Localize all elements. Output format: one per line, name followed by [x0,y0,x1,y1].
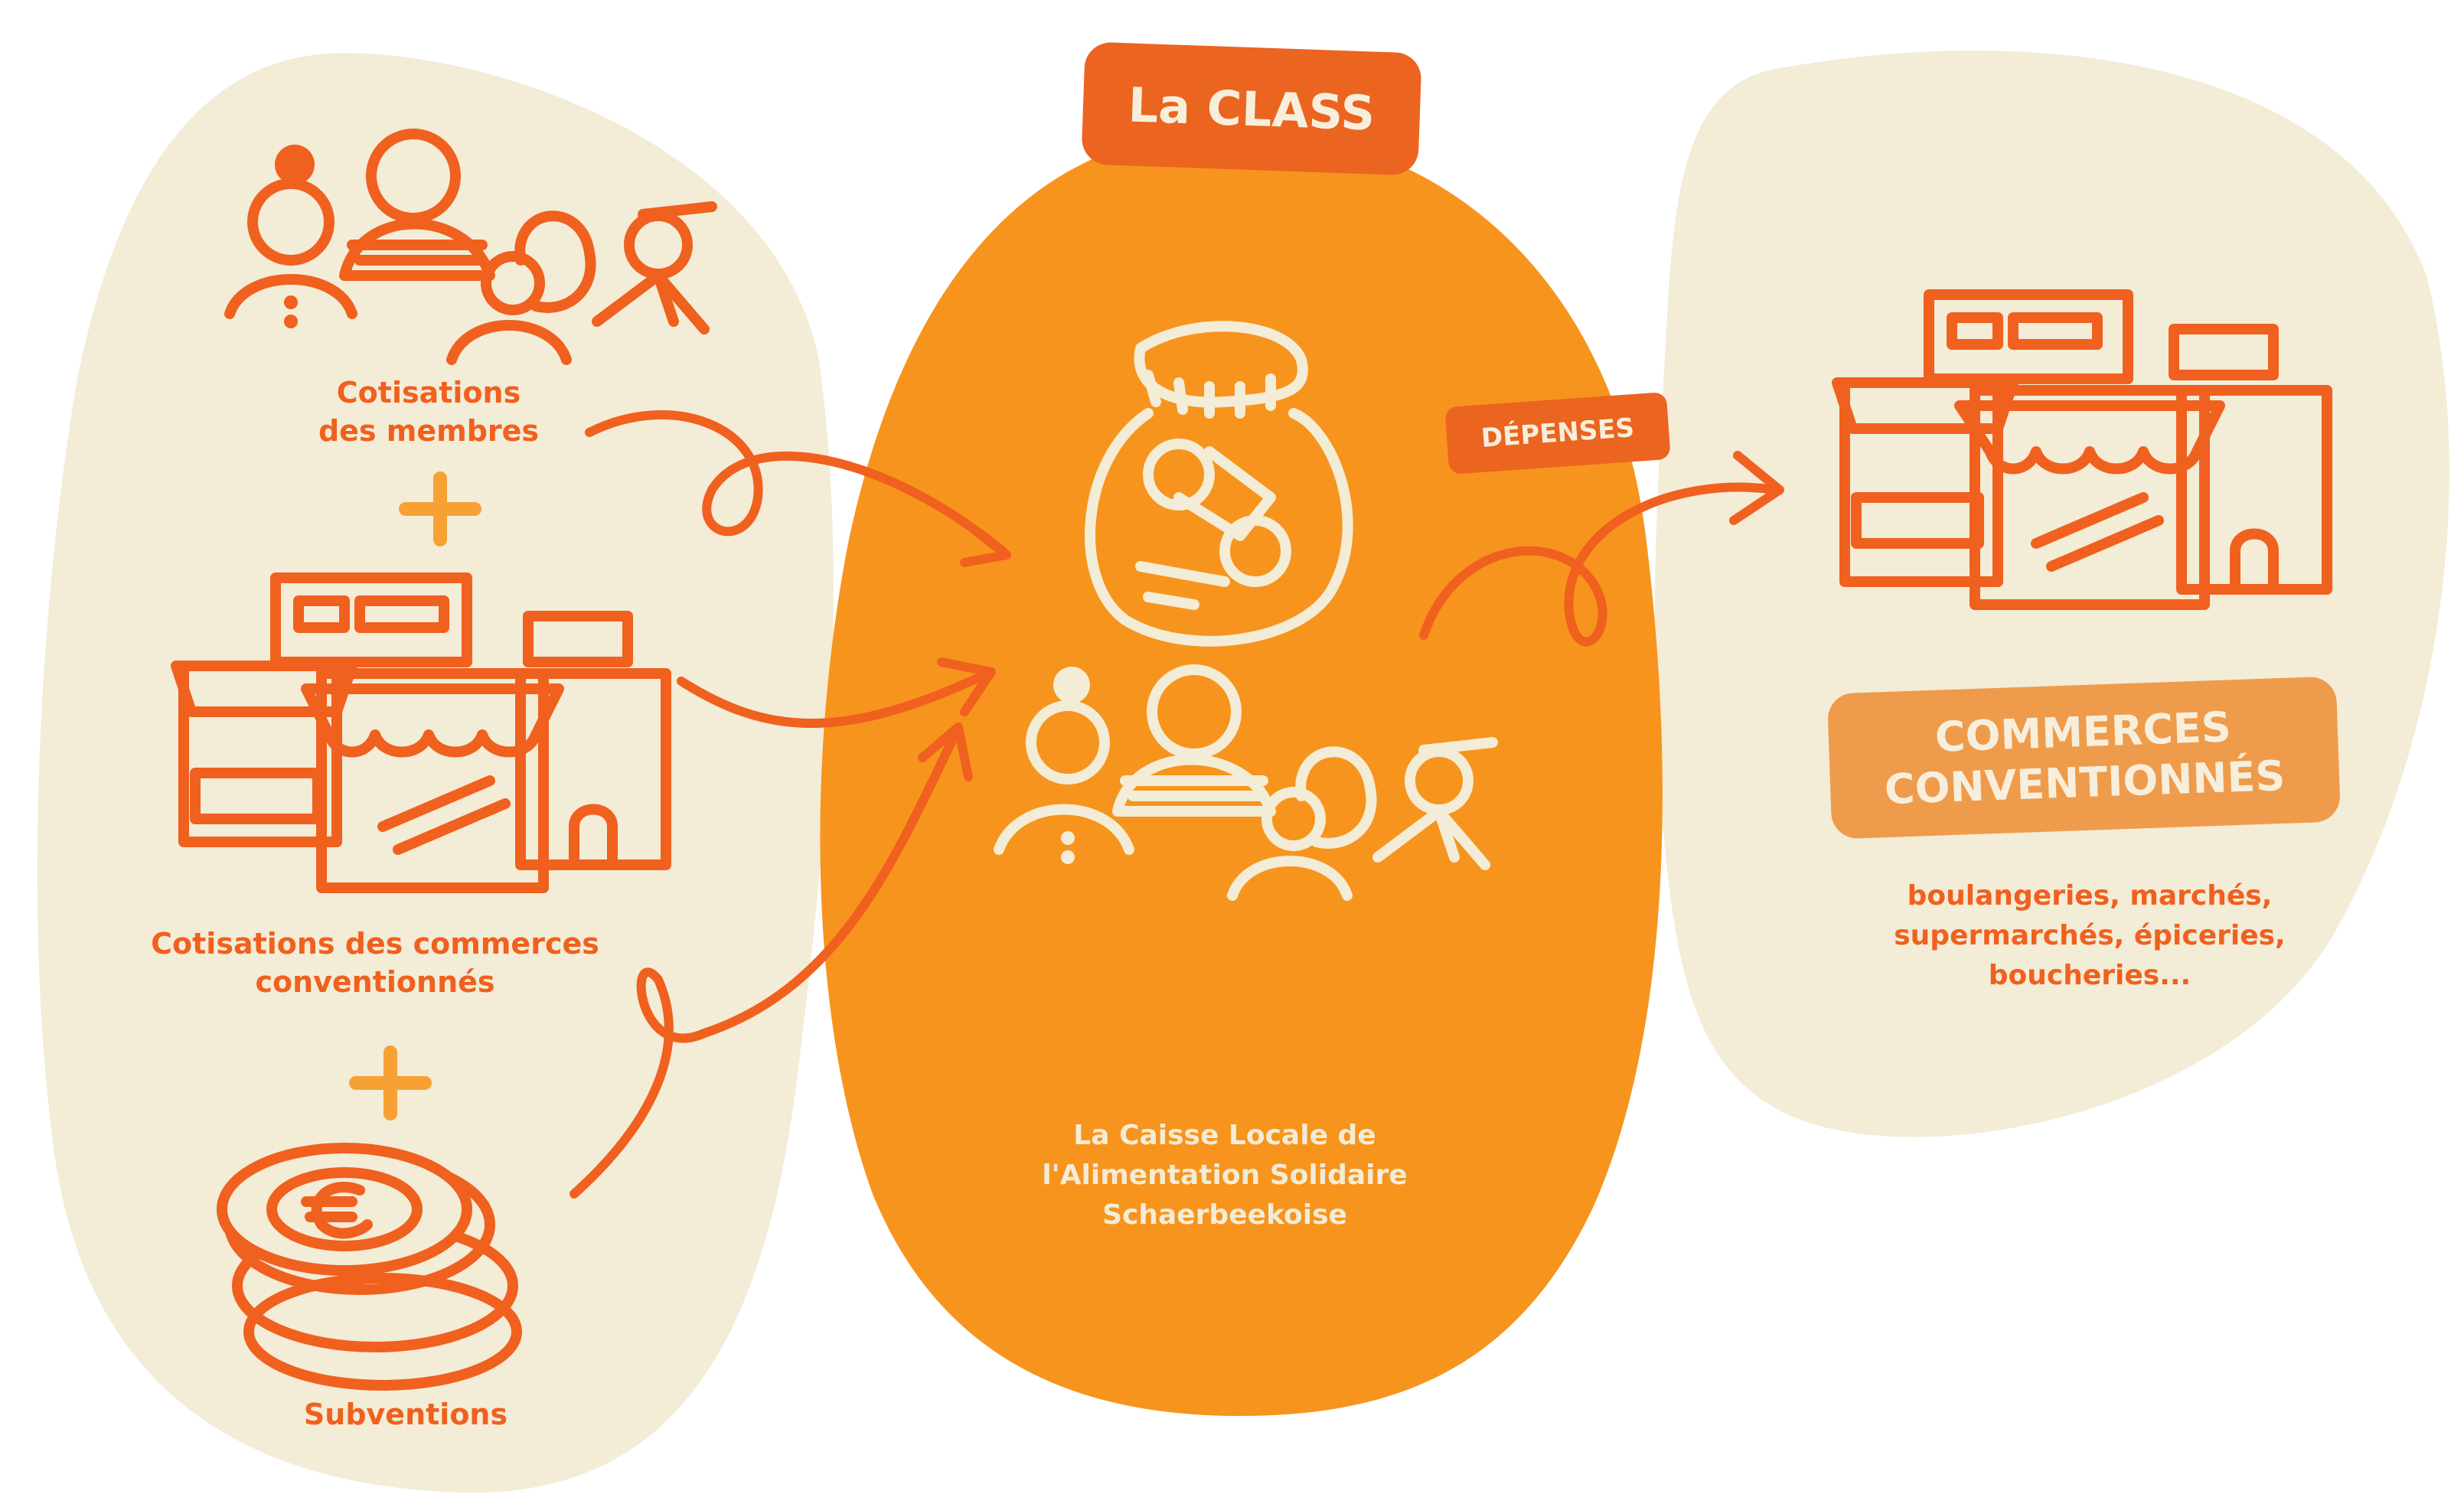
shops-label-line1: Cotisations des commerces [151,927,599,961]
commerces-description-line1: boulangeries, marchés, [1907,880,2273,912]
coin-jar-icon [1085,321,1353,647]
commerces-description: boulangeries, marchés, supermarchés, épi… [1822,876,2358,996]
subsidies-label-text: Subventions [303,1398,508,1431]
class-caption-line3: Schaerbeekoise [1102,1199,1347,1231]
members-label: Cotisations des membres [276,373,582,450]
depenses-text: DÉPENSES [1480,413,1636,454]
commerces-description-line3: boucheries... [1988,960,2191,991]
shops-icon [1832,289,2332,610]
class-header-text: La CLASS [1127,76,1376,142]
commerces-badge: COMMERCES CONVENTIONNÉS [1826,676,2342,840]
flow-arrow-out [1419,451,1784,647]
shops-icon [171,572,671,893]
euro-coins-icon [217,1143,522,1391]
arrow-shops [677,669,992,728]
subsidies-label: Subventions [253,1395,559,1434]
class-caption: La Caisse Locale de l'Alimentation Solid… [995,1116,1454,1235]
people-group-icon [994,664,1498,901]
plus-icon-2 [349,1045,432,1120]
arrow-members [585,410,1007,556]
flow-arrows-in [569,410,1011,1199]
class-header-badge: La CLASS [1081,41,1422,176]
shops-label: Cotisations des commerces conventionnés [138,925,612,1001]
arrow-subsidies [569,726,961,1199]
plus-icon-1 [399,471,481,546]
class-caption-line1: La Caisse Locale de [1073,1120,1376,1151]
members-label-line1: Cotisations [336,376,521,409]
people-group-icon [224,129,717,365]
right-cream-blob [1654,51,2449,1137]
shops-label-line2: conventionnés [255,965,495,999]
commerces-description-line2: supermarchés, épiceries, [1894,920,2286,951]
members-label-line2: des membres [318,414,540,448]
class-caption-line2: l'Alimentation Solidaire [1042,1160,1408,1191]
